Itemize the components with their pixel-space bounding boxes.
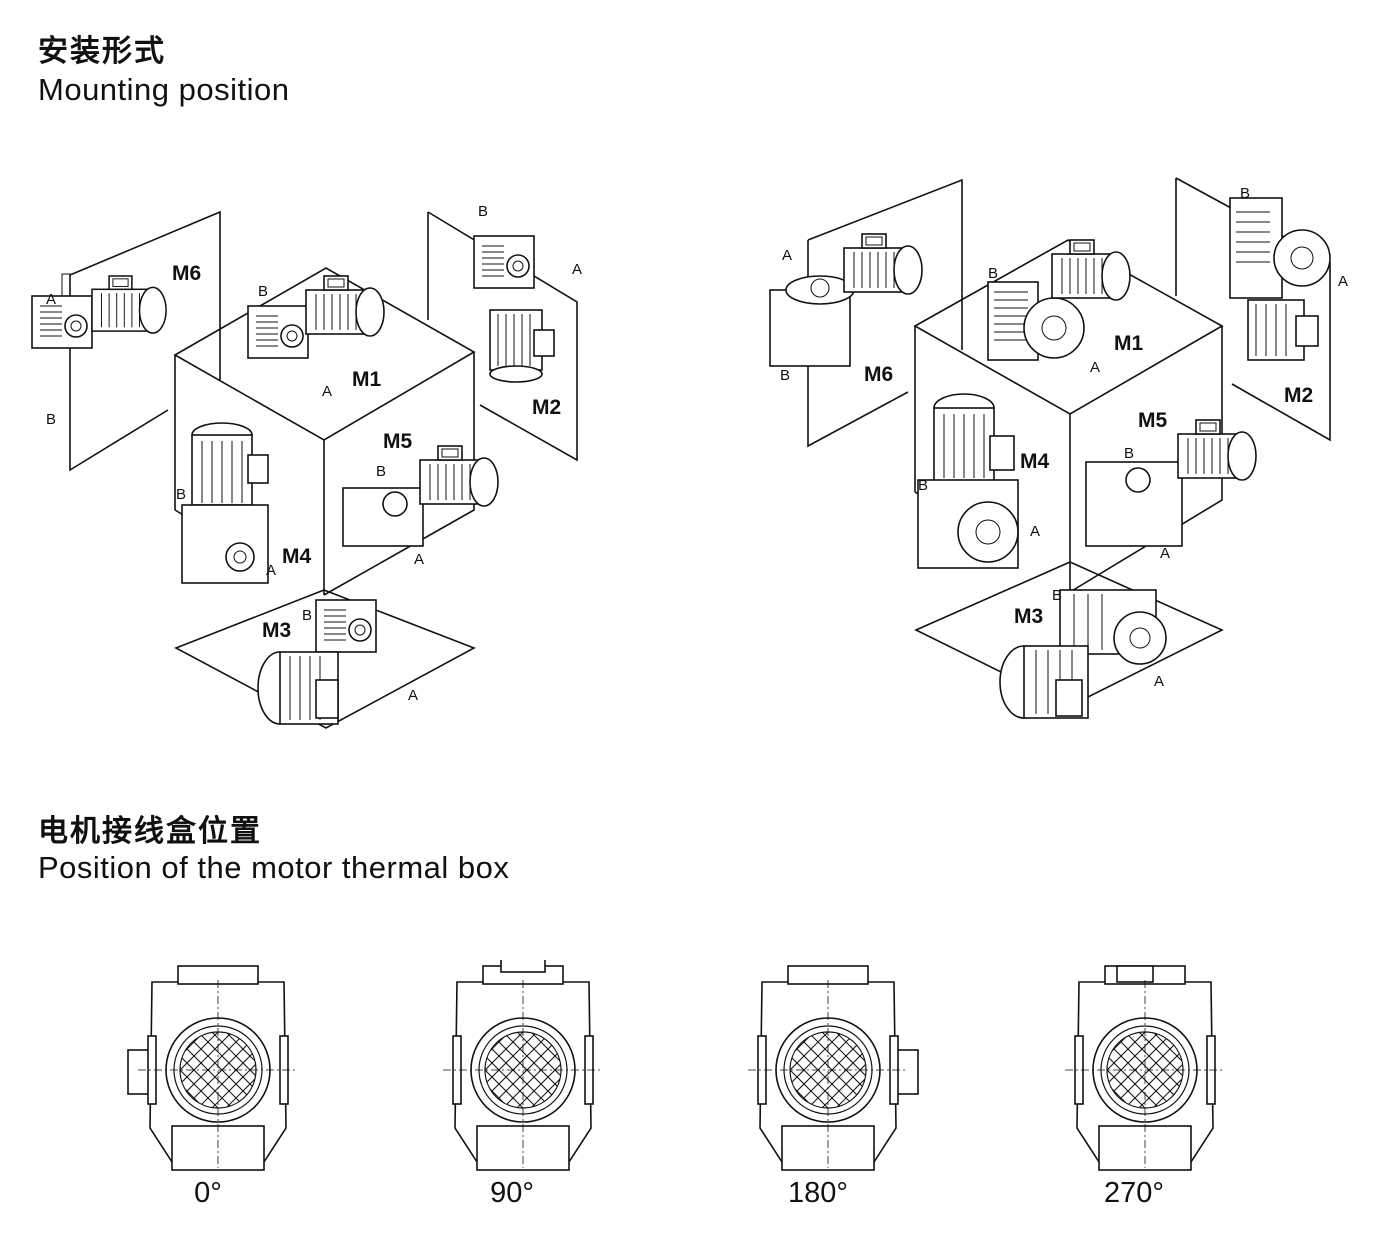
thermal-view-0 [127,965,298,1171]
right-label-b-m6: B [780,367,790,384]
right-label-m1: M1 [1114,332,1143,355]
angle-label-0: 0° [194,1177,222,1209]
right-label-m6: M6 [864,363,893,386]
thermal-box-diagrams [127,960,1225,1171]
left-label-m2: M2 [532,396,561,419]
right-label-a-m5: A [1160,545,1170,562]
left-label-a-m3: A [408,687,418,704]
section2-title-en: Position of the motor thermal box [38,850,510,885]
right-label-m3: M3 [1014,605,1043,628]
right-label-a-m6: A [782,247,792,264]
right-label-a-m1: A [1090,359,1100,376]
right-label-a-m4: A [1030,523,1040,540]
left-label-m6: M6 [172,262,201,285]
right-label-a-m3: A [1154,673,1164,690]
mounting-position-diagrams: M6 M1 M2 M5 M4 M3 A B B A B A B A B A B … [31,177,1348,729]
angle-label-90: 90° [490,1177,534,1209]
right-label-b-m3: B [1052,587,1062,604]
right-label-b-m1: B [988,265,998,282]
right-mounting-diagram: M6 M1 M2 M5 M4 M3 A B B A B A B A B A B … [769,177,1348,719]
right-label-b-m5: B [1124,445,1134,462]
thermal-view-1 [443,960,603,1171]
left-label-a-m5: A [414,551,424,568]
left-label-b-m5: B [376,463,386,480]
right-label-b-m2: B [1240,185,1250,202]
section1-title-en: Mounting position [38,72,290,107]
right-label-b-m4: B [918,477,928,494]
thermal-view-2 [748,965,919,1171]
left-label-b-m4: B [176,486,186,503]
thermal-view-3 [1065,965,1225,1171]
left-label-b-m1: B [258,283,268,300]
angle-label-180: 180° [788,1177,848,1209]
section1-title-cn: 安装形式 [38,34,166,69]
left-label-a-m6: A [46,291,56,308]
left-label-m4: M4 [282,545,311,568]
left-label-m3: M3 [262,619,291,642]
right-label-a-m2: A [1338,273,1348,290]
angle-label-270: 270° [1104,1177,1164,1209]
left-mounting-diagram: M6 M1 M2 M5 M4 M3 A B B A B A B A B A B … [31,203,582,729]
left-label-b-m3: B [302,607,312,624]
left-label-m1: M1 [352,368,381,391]
left-label-b-m2: B [478,203,488,220]
right-label-m5: M5 [1138,409,1167,432]
left-label-a-m4: A [266,562,276,579]
right-label-m4: M4 [1020,450,1049,473]
right-label-m2: M2 [1284,384,1313,407]
left-label-a-m1: A [322,383,332,400]
section2-title-cn: 电机接线盒位置 [38,814,262,849]
left-label-b-m6: B [46,411,56,428]
left-label-m5: M5 [383,430,412,453]
left-label-a-m2: A [572,261,582,278]
